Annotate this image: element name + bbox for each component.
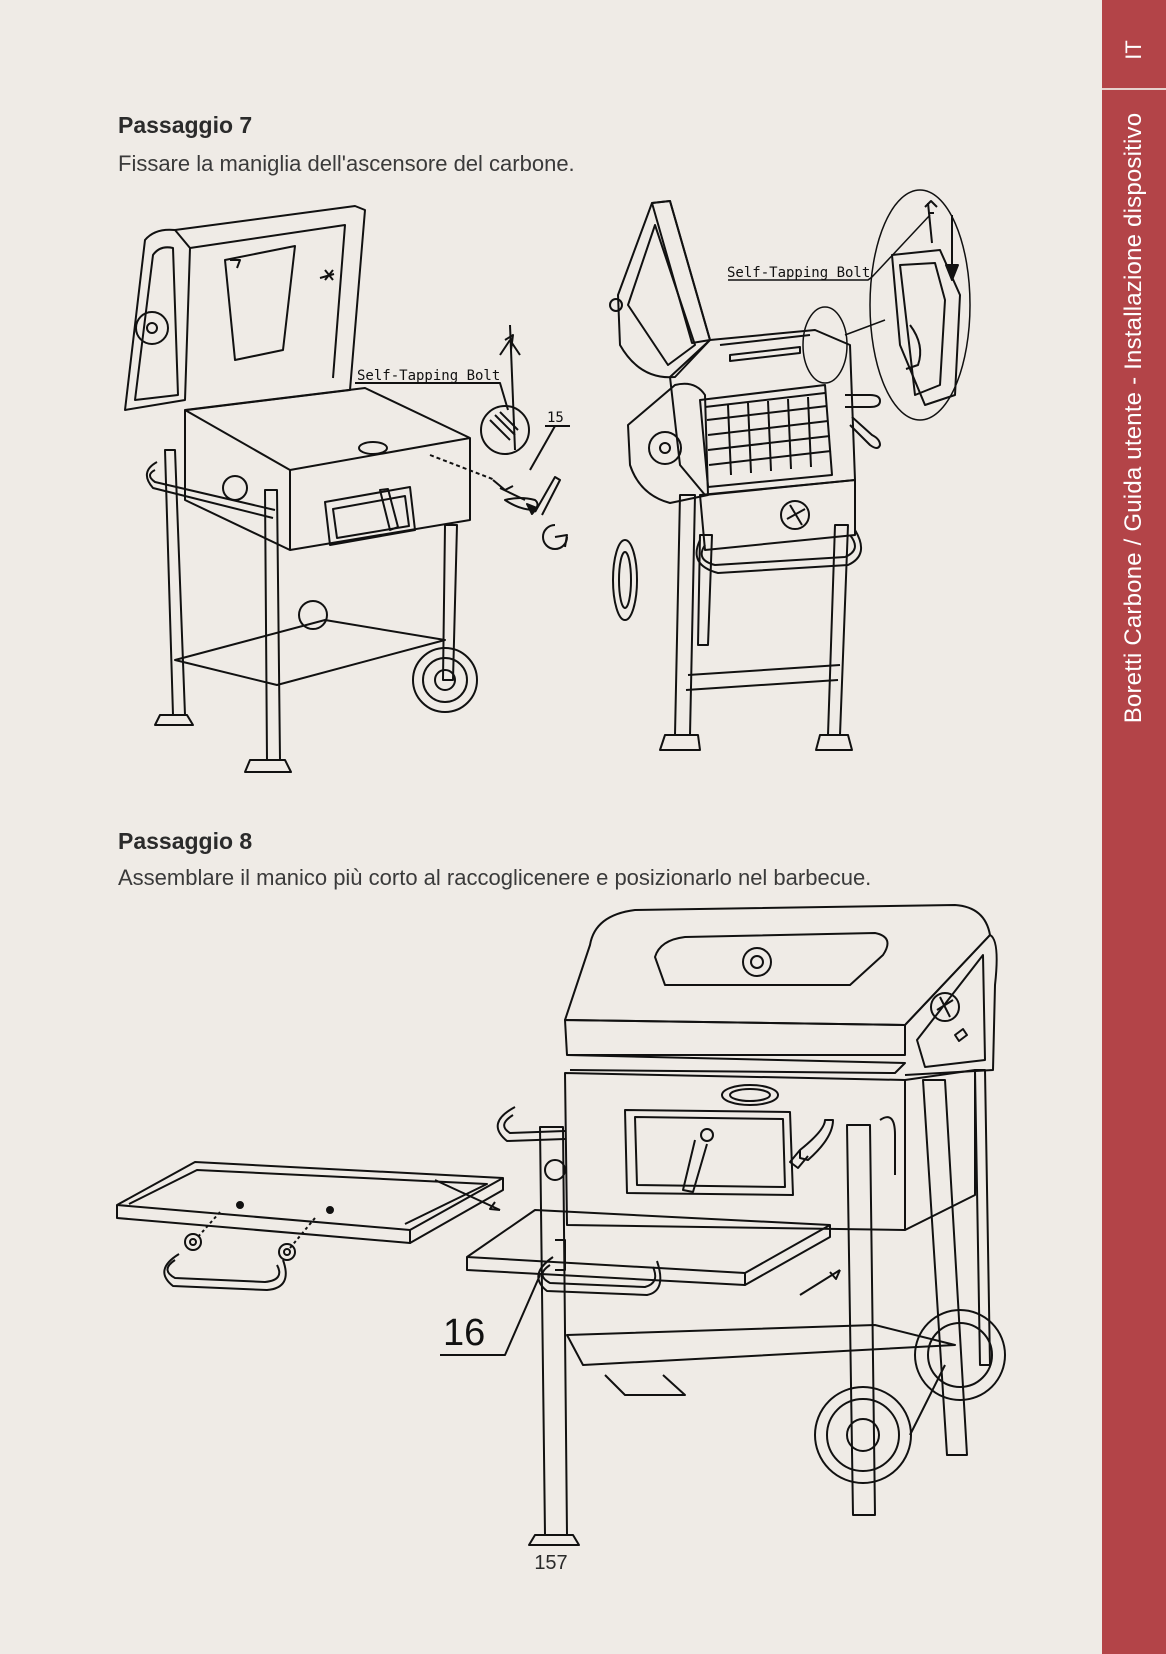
step7-bolt-label-left: Self-Tapping Bolt	[357, 368, 500, 384]
language-label: IT	[1121, 40, 1146, 60]
step7-bolt-label-right: Self-Tapping Bolt	[727, 265, 870, 281]
step8-figure-ashtray	[116, 1161, 504, 1291]
step8-heading: Passaggio 8	[118, 828, 253, 854]
step7-text: Fissare la maniglia dell'ascensore del c…	[118, 151, 575, 176]
document-title: Boretti Carbone / Guida utente - Install…	[1120, 112, 1147, 724]
step7-figure-left: Self-Tapping Bolt 15	[124, 205, 570, 773]
step7-figure-right: Self-Tapping Bolt	[609, 189, 971, 751]
step8-part-number: 16	[443, 1312, 485, 1354]
sidebar-tab	[1102, 0, 1166, 1654]
step7-part-number: 15	[547, 410, 564, 426]
page-number: 157	[534, 1552, 568, 1574]
step8-text: Assemblare il manico più corto al raccog…	[118, 865, 872, 890]
step7-heading: Passaggio 7	[118, 112, 253, 138]
sidebar-divider	[1102, 88, 1166, 90]
step8-figure-grill: 16	[434, 904, 1006, 1546]
